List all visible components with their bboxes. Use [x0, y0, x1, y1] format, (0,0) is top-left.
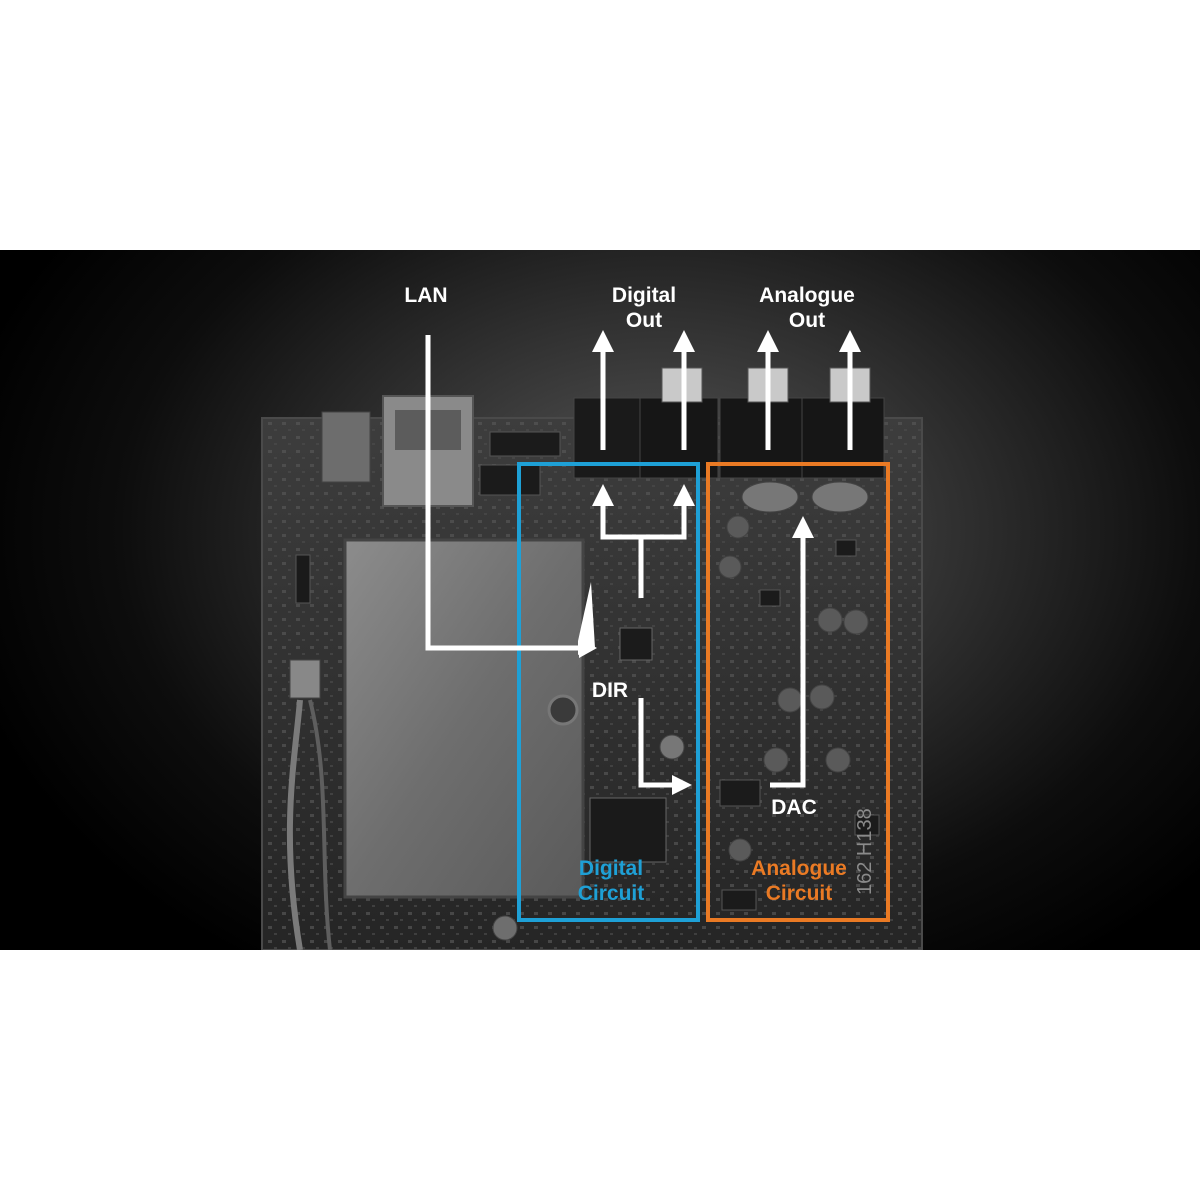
wifi-shield-can	[345, 540, 583, 897]
arrow-head	[673, 330, 695, 352]
analogue-circuit-label: Analogue Circuit	[738, 856, 860, 906]
analogue-out-label-line2: Out	[746, 308, 868, 333]
dac-label: DAC	[764, 795, 824, 820]
flat-connector	[480, 465, 540, 495]
arrow-head	[592, 330, 614, 352]
capacitor	[844, 610, 868, 634]
dir-chip	[620, 628, 652, 660]
digital-out-label-line1: Digital	[598, 283, 690, 308]
analogue-out-label-line1: Analogue	[746, 283, 868, 308]
op-amp	[836, 540, 856, 556]
digital-out-label: Digital Out	[598, 283, 690, 333]
op-amp	[760, 590, 780, 606]
button	[549, 696, 577, 724]
arrow-head	[839, 330, 861, 352]
dir-label: DIR	[584, 678, 636, 703]
digital-circuit-label: Digital Circuit	[565, 856, 657, 906]
dsp-chip	[590, 798, 666, 862]
capacitor	[660, 735, 684, 759]
analogue-circuit-label-line1: Analogue	[738, 856, 860, 881]
board-illustration	[0, 250, 1200, 950]
capacitor	[778, 688, 802, 712]
lan-label: LAN	[398, 283, 454, 308]
digital-circuit-label-line2: Circuit	[565, 881, 657, 906]
circuit-board-photo: 162 H138	[0, 250, 1200, 950]
film-capacitor	[742, 482, 798, 512]
pin-header	[296, 555, 310, 603]
capacitor	[818, 608, 842, 632]
capacitor	[810, 685, 834, 709]
digital-circuit-label-line1: Digital	[565, 856, 657, 881]
dac-chip	[720, 780, 760, 806]
flat-connector	[490, 432, 560, 456]
arrow-head	[757, 330, 779, 352]
connector-small	[290, 660, 320, 698]
usb-jack	[322, 412, 370, 482]
analogue-out-label: Analogue Out	[746, 283, 868, 333]
capacitor	[493, 916, 517, 940]
digital-out-label-line2: Out	[598, 308, 690, 333]
capacitor	[764, 748, 788, 772]
capacitor	[826, 748, 850, 772]
capacitor	[719, 556, 741, 578]
capacitor	[727, 516, 749, 538]
film-capacitor	[812, 482, 868, 512]
analogue-circuit-label-line2: Circuit	[738, 881, 860, 906]
